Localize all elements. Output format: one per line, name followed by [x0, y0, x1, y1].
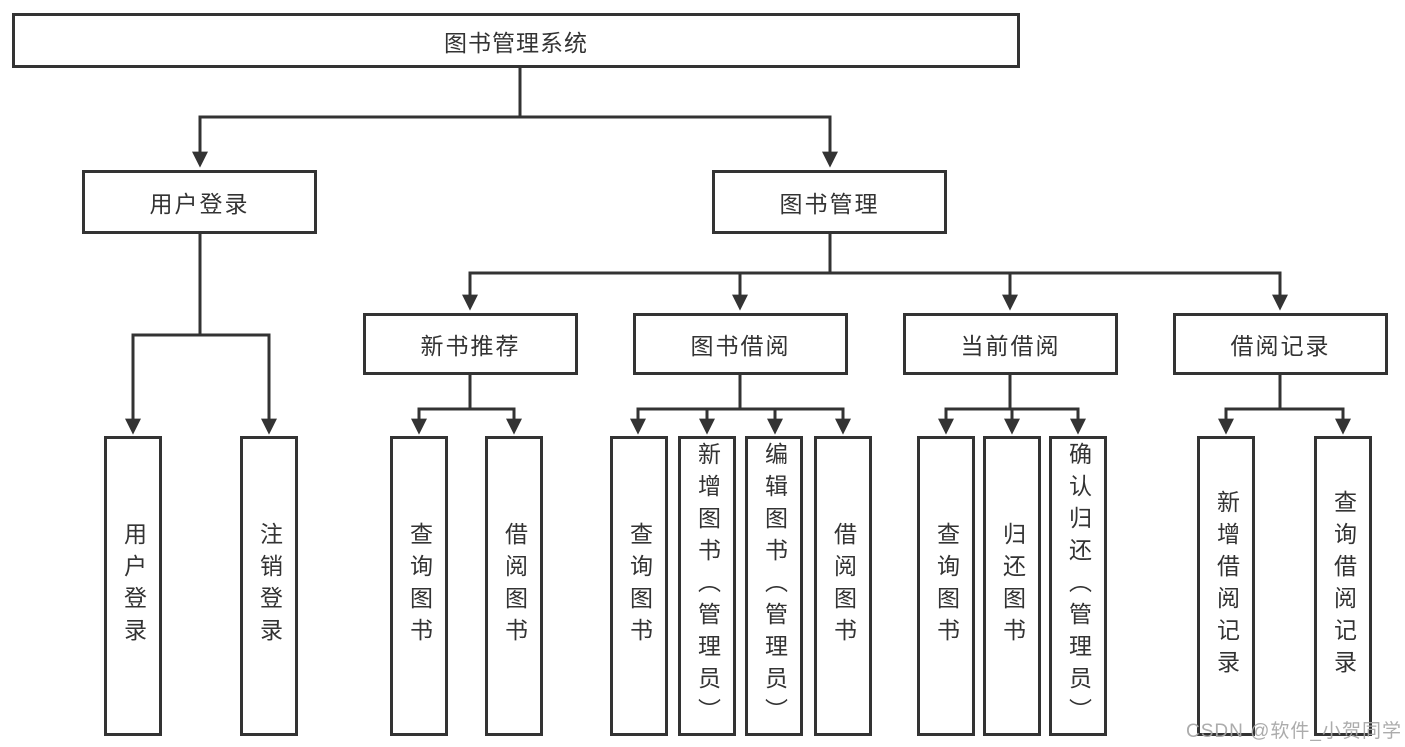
node-book-management: 图书管理 [712, 170, 947, 234]
node-current-borrowing: 当前借阅 [903, 313, 1118, 375]
watermark-text: CSDN @软件_小贺同学 [1186, 721, 1402, 742]
node-return-books: 归还图书 [983, 436, 1041, 736]
node-new-book-recommendation: 新书推荐 [363, 313, 578, 375]
node-search-books-recommend: 查询图书 [390, 436, 448, 736]
node-book-borrowing: 图书借阅 [633, 313, 848, 375]
node-library-system-root: 图书管理系统 [12, 13, 1020, 68]
node-user-login: 用户登录 [82, 170, 317, 234]
node-confirm-return-admin: 确认归还（管理员） [1049, 436, 1107, 736]
node-search-books-borrowing: 查询图书 [610, 436, 668, 736]
node-search-borrow-record: 查询借阅记录 [1314, 436, 1372, 736]
node-logout-leaf: 注销登录 [240, 436, 298, 736]
node-borrow-books-leaf: 借阅图书 [814, 436, 872, 736]
node-add-borrow-record: 新增借阅记录 [1197, 436, 1255, 736]
node-search-books-current: 查询图书 [917, 436, 975, 736]
node-borrowing-records: 借阅记录 [1173, 313, 1388, 375]
node-add-books-admin: 新增图书（管理员） [678, 436, 736, 736]
node-borrow-books-recommend: 借阅图书 [485, 436, 543, 736]
node-user-login-leaf: 用户登录 [104, 436, 162, 736]
node-edit-books-admin: 编辑图书（管理员） [745, 436, 803, 736]
